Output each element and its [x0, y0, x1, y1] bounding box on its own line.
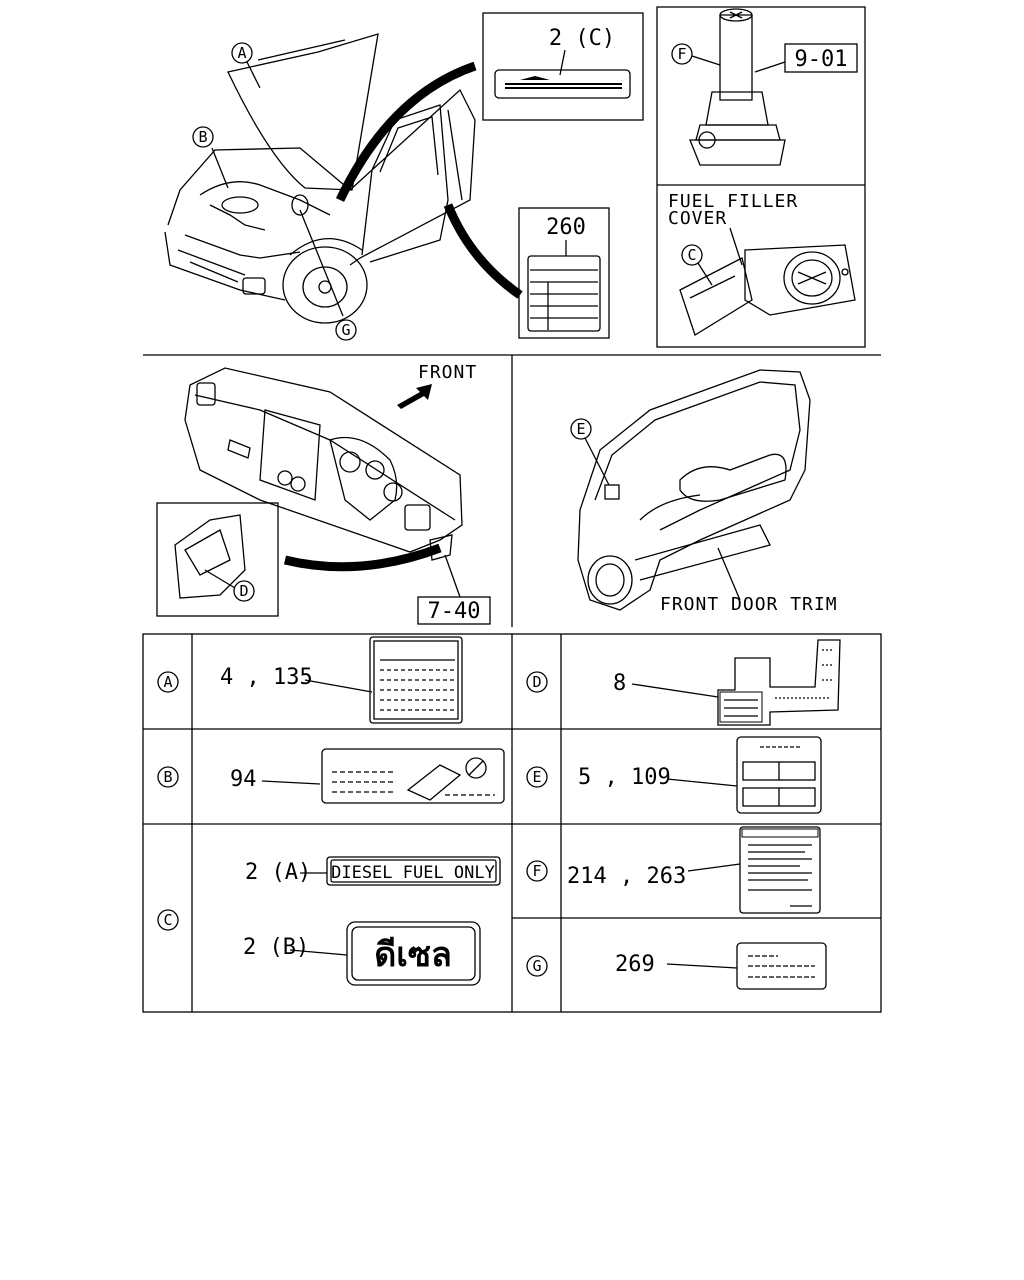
svg-text:D: D: [239, 582, 248, 600]
dashboard-illustration: [184, 367, 463, 561]
callout-B: B: [192, 126, 214, 148]
door-trim-illustration: [577, 369, 811, 611]
row-key-A: [157, 671, 179, 693]
svg-text:E: E: [576, 420, 585, 438]
svg-text:G: G: [341, 321, 350, 339]
row-key-G: [526, 955, 548, 977]
fuel-filler-illustration: [679, 244, 856, 336]
front-direction-label: FRONT: [418, 362, 477, 383]
label-F-sticker: [739, 826, 821, 914]
row-E-parts: 5 , 109: [578, 765, 671, 790]
row-key-E: [526, 766, 548, 788]
label-E-sticker: [736, 736, 822, 814]
front-door-trim-label: FRONT DOOR TRIM: [660, 594, 838, 615]
svg-text:B: B: [198, 128, 207, 146]
row-F-parts: 214 , 263: [567, 864, 686, 889]
label-260-box: [518, 207, 610, 339]
jack-fuel-panel: [656, 6, 866, 348]
svg-text:A: A: [163, 673, 172, 691]
svg-text:E: E: [532, 768, 541, 786]
table-row-F: F 214 , 263: [526, 826, 821, 914]
row-G-parts: 269: [615, 952, 655, 977]
svg-text:F: F: [677, 45, 686, 63]
svg-text:C: C: [687, 246, 696, 264]
callout-G: G: [335, 319, 357, 341]
row-B-parts: 94: [230, 767, 257, 792]
row-C-parts-b: 2 (B): [243, 935, 309, 960]
row-key-C: [157, 909, 179, 931]
row-A-parts: 4 , 135: [220, 665, 313, 690]
label-2b-sticker: [346, 921, 481, 986]
part-2c-number: 2 (C): [549, 26, 615, 51]
table-row-E: E 5 , 109: [526, 736, 822, 814]
svg-text:B: B: [163, 768, 172, 786]
callout-D-top: D: [233, 580, 255, 602]
table-row-D: D 8: [526, 639, 841, 726]
row-key-D: [526, 671, 548, 693]
label-D-sticker: [717, 639, 841, 726]
detail-D-box: [156, 502, 279, 617]
ref-901-text: 9-01: [795, 47, 848, 72]
svg-text:D: D: [532, 673, 541, 691]
label-2a-text: DIESEL FUEL ONLY: [331, 863, 495, 883]
parts-table: [142, 633, 882, 1013]
label-A-sticker: [369, 636, 463, 724]
jack-illustration: [689, 8, 786, 166]
detail-D-illustration: [174, 514, 246, 599]
callout-E-top: E: [570, 418, 592, 440]
label-G-sticker: [736, 942, 827, 990]
callout-F-top: F: [671, 43, 693, 65]
ref-901-box: [784, 43, 858, 73]
ref-740-box: [417, 596, 491, 625]
callout-C-top: C: [681, 244, 703, 266]
table-row-C: C 2 (A) DIESEL FUEL ONLY 2 (B) ดีเซล: [157, 856, 501, 986]
label-2a-sticker: [326, 856, 501, 886]
svg-text:G: G: [532, 957, 541, 975]
label-2b-text: ดีเซล: [374, 935, 452, 975]
label-260-sticker: [527, 255, 601, 332]
fuel-filler-label-1: FUEL FILLER: [668, 191, 798, 212]
svg-text:A: A: [237, 44, 246, 62]
svg-text:F: F: [532, 862, 541, 880]
svg-text:C: C: [163, 911, 172, 929]
label-B-sticker: [321, 748, 505, 804]
row-key-F: [526, 860, 548, 882]
fuel-filler-label-2: COVER: [668, 208, 727, 229]
callout-A: A: [231, 42, 253, 64]
part-260-number: 260: [546, 215, 586, 240]
table-row-B: B 94: [157, 748, 505, 804]
ref-740-text: 7-40: [428, 599, 481, 624]
label-2c-box: [482, 12, 644, 121]
label-2c-sticker: [494, 69, 631, 99]
table-row-A: A 4 , 135: [157, 636, 463, 724]
front-arrow-icon: [397, 384, 432, 409]
row-key-B: [157, 766, 179, 788]
vehicle-illustration: [164, 33, 476, 324]
table-row-G: G 269: [526, 942, 827, 990]
row-D-parts: 8: [613, 671, 626, 696]
